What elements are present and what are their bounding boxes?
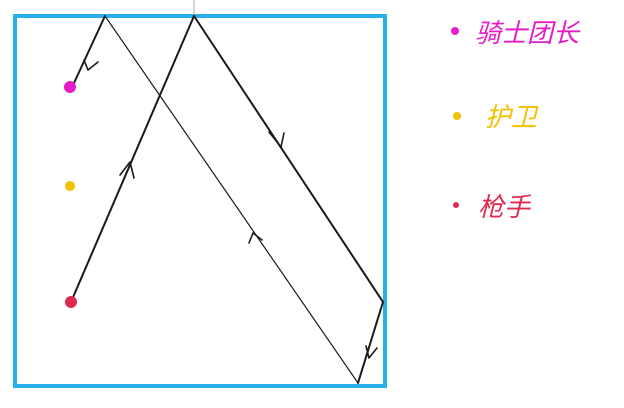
- arrow-up-thin-path: [248, 232, 263, 244]
- arena-frame: [13, 14, 387, 388]
- legend: 骑士团长 护卫 枪手: [451, 19, 581, 223]
- path-top-left-to-knight: [73, 15, 106, 84]
- legend-dot-guard: [453, 112, 461, 120]
- legend-label-guard: 护卫: [485, 103, 539, 133]
- legend-dot-gunner: [453, 202, 459, 208]
- arrow-up-left-path: [119, 161, 135, 179]
- legend-label-gunner: 枪手: [478, 193, 532, 223]
- path-gunner-to-top: [70, 15, 195, 303]
- path-bottom-to-top-left: [104, 15, 359, 384]
- legend-item-guard: 护卫: [453, 103, 539, 133]
- legend-item-knight-commander: 骑士团长: [451, 19, 581, 49]
- arrow-down-to-knight: [83, 59, 99, 71]
- guard-position-dot: [65, 181, 75, 191]
- path-right-to-bottom: [357, 301, 384, 384]
- arrow-down-right-path: [268, 131, 285, 148]
- legend-dot-knight-commander: [451, 27, 459, 35]
- legend-label-knight-commander: 骑士团长: [475, 19, 581, 49]
- arrow-down-short-path: [365, 345, 378, 359]
- gunner-position-dot: [65, 296, 77, 308]
- legend-item-gunner: 枪手: [453, 193, 532, 223]
- path-top-to-right: [193, 15, 384, 303]
- knight-commander-position-dot: [64, 81, 76, 93]
